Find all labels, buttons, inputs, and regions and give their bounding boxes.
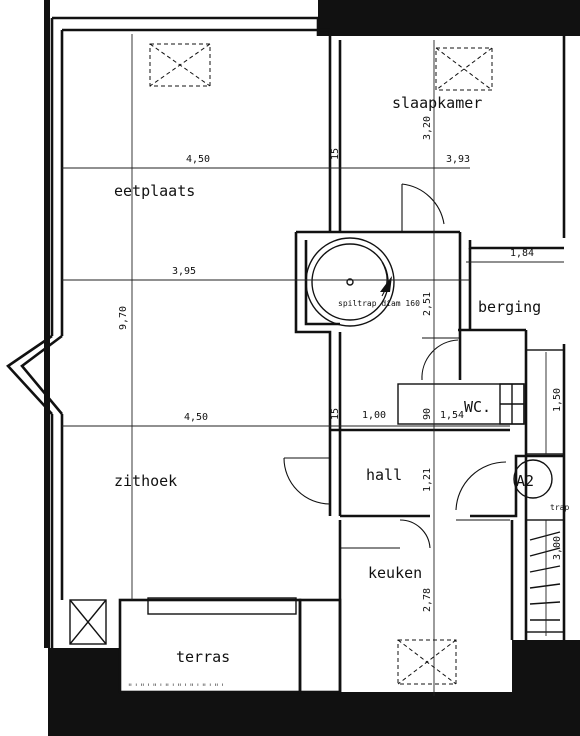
label-terras: terras [176,648,230,666]
label-keuken: keuken [368,564,422,582]
dim-right-150: 1,50 [552,388,563,412]
spiral-stair [305,237,395,327]
dim-slaapkamer-depth: 3,20 [422,116,433,140]
label-zithoek: zithoek [114,472,177,490]
exterior-walls [6,16,566,648]
label-hall: hall [366,466,402,484]
dimension-lines [62,34,564,696]
label-eetplaats: eetplaats [114,182,195,200]
doors [283,183,510,549]
dim-hall-depth: 1,21 [422,468,433,492]
label-slaapkamer: slaapkamer [392,94,482,112]
dim-spiltrap-depth: 2,51 [422,292,433,316]
dim-berging-width: 1,84 [510,248,534,259]
dim-eetplaats-width: 4,50 [186,154,210,165]
dim-wc-90: 90 [422,408,433,420]
label-stair-partial: trap [550,503,569,512]
dim-overall-depth: 9,70 [118,306,129,330]
dim-middle-width: 3,95 [172,266,196,277]
dimension-labels: 4,50 15 3,93 3,20 3,95 1,84 9,70 2,51 4,… [118,116,563,612]
dim-stair-300: 3,00 [552,536,563,560]
label-spiltrap: spiltrap diam 160 [338,299,420,308]
room-labels: slaapkamer eetplaats berging WC. zithoek… [114,94,569,666]
label-berging: berging [478,298,541,316]
terrace-structure: " ' " ' " ' " ' " ' " ' " ' " ' [69,597,342,694]
dim-gap-top: 15 [330,148,341,160]
dim-wc-width: 1,54 [440,410,464,421]
dim-gap-mid: 15 [330,408,341,420]
straight-stair [499,383,565,633]
label-wc: WC. [464,398,491,416]
dim-keuken-depth: 2,78 [422,588,433,612]
label-stair-tag: A2 [516,472,534,490]
dim-slaapkamer-width: 3,93 [446,154,470,165]
solid-fill-areas [44,0,580,736]
skylights [149,43,493,685]
svg-text:" ' " ' " ' " ' " ' " ' " ' ": " ' " ' " ' " ' " ' " ' " ' " ' [128,683,224,693]
dim-zithoek-width: 4,50 [184,412,208,423]
dim-hall-width: 1,00 [362,410,386,421]
